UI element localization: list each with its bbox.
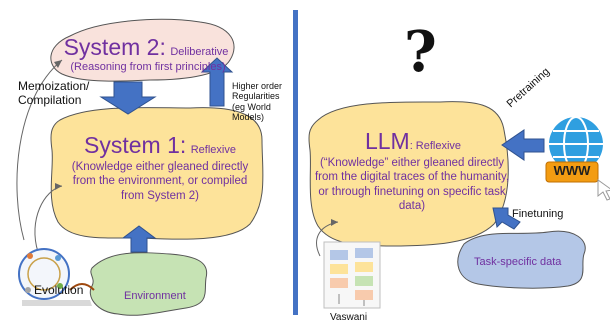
transformer-diagram-icon xyxy=(323,241,381,309)
www-label: WWW xyxy=(553,163,591,178)
feedback-curve-outer xyxy=(16,59,63,241)
system1-title: System 1: xyxy=(84,132,187,158)
higher-order-arrow xyxy=(200,57,234,107)
system1-title-line: System 1: Reflexive xyxy=(60,132,260,158)
feedback-curve-outer-head xyxy=(54,60,62,68)
globe-icon xyxy=(549,116,603,172)
finetuning-arrow xyxy=(492,207,521,230)
system2-title: System 2: xyxy=(63,34,166,60)
system1-title-suffix: Reflexive xyxy=(190,144,236,156)
system2-title-suffix: Deliberative xyxy=(170,46,229,58)
vaswani-curve-head xyxy=(331,219,338,226)
llm-blob xyxy=(308,101,509,247)
pretraining-arrow xyxy=(501,129,545,161)
finetuning-label: Finetuning xyxy=(512,208,564,220)
memoization-label: Memoization/ Compilation xyxy=(18,79,90,107)
vaswani-label: Vaswani xyxy=(330,312,368,323)
system2-title-line: System 2: Deliberative xyxy=(48,34,244,60)
task-data-label: Task-specific data xyxy=(474,256,562,268)
cursor-icon xyxy=(597,179,610,201)
system1-blob xyxy=(50,107,264,240)
llm-title: LLM xyxy=(364,128,410,154)
environment-blob xyxy=(89,252,208,316)
memoization-arrow xyxy=(99,81,157,115)
environment-arrow xyxy=(121,225,157,253)
evolution-icon xyxy=(18,248,95,300)
feedback-curve-inner-head xyxy=(55,183,62,190)
llm-title-suffix: : Reflexive xyxy=(409,140,462,152)
environment-label: Environment xyxy=(124,290,186,302)
system1-body: (Knowledge either gleaned directly from … xyxy=(71,161,249,202)
task-data-blob xyxy=(457,230,586,289)
higher-order-label: Higher order Regularities (eg World Mode… xyxy=(232,81,283,123)
divider-line xyxy=(293,10,298,315)
www-badge xyxy=(545,161,599,183)
system2-subtitle: (Reasoning from first principles) xyxy=(70,61,226,73)
evolution-label: Evolution xyxy=(34,283,84,297)
llm-title-line: LLM: Reflexive xyxy=(318,128,508,154)
question-mark: ? xyxy=(404,19,437,85)
evolution-base xyxy=(22,300,92,306)
llm-body: (“Knowledge” either gleaned directly fro… xyxy=(314,157,510,213)
